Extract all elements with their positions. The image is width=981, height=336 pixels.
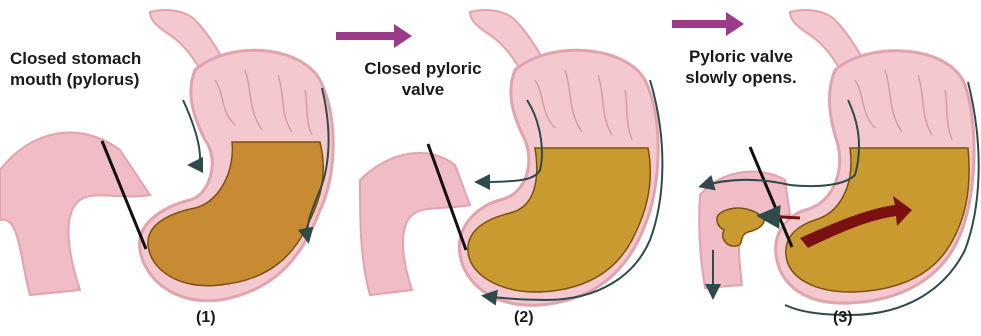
caption-1: (1) — [196, 309, 216, 327]
stomach-contents-1 — [148, 142, 323, 286]
label-step-2: Closed pyloric valve — [354, 58, 492, 100]
label-step-1: Closed stomach mouth (pylorus) — [10, 48, 141, 90]
label-step-2-text: Closed pyloric valve — [364, 59, 481, 99]
chyme-blob — [717, 208, 764, 246]
caption-2: (2) — [514, 309, 534, 327]
stomach-contents-2 — [468, 148, 650, 292]
label-step-3: Pyloric valve slowly opens. — [677, 46, 805, 88]
caption-3: (3) — [833, 309, 853, 327]
duodenum-2 — [360, 153, 470, 295]
panel-2 — [360, 10, 662, 305]
transition-arrow-2 — [672, 12, 744, 36]
duodenum-1 — [0, 133, 150, 295]
transition-arrow-1 — [336, 24, 412, 48]
stomach-contents-3 — [786, 148, 969, 292]
label-step-3-text: Pyloric valve slowly opens. — [685, 47, 796, 87]
small-pylorus-arrow — [762, 216, 800, 218]
label-step-1-text: Closed stomach mouth (pylorus) — [10, 49, 141, 89]
